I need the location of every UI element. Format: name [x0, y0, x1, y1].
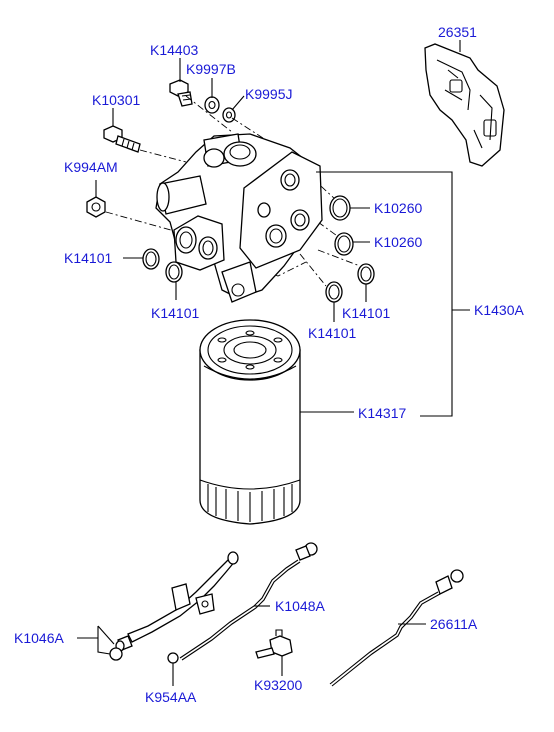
label-k14101-left[interactable]: K14101: [64, 250, 112, 266]
o-ring-k14101-right[interactable]: [357, 263, 375, 285]
oil-filter-k14317[interactable]: [199, 319, 301, 525]
washer-k9997b[interactable]: [204, 96, 220, 114]
bolt-k10301[interactable]: [103, 125, 141, 153]
label-k14317[interactable]: K14317: [358, 405, 406, 421]
label-k1046a[interactable]: K1046A: [14, 630, 64, 646]
leader-lines: [77, 40, 470, 686]
label-k14403[interactable]: K14403: [150, 42, 198, 58]
label-k10301[interactable]: K10301: [92, 92, 140, 108]
o-ring-k10260-a[interactable]: [329, 195, 351, 221]
label-k994am[interactable]: K994AM: [64, 159, 118, 175]
label-k10260-a[interactable]: K10260: [374, 200, 422, 216]
label-k1430a[interactable]: K1430A: [474, 302, 524, 318]
label-k14101-lower[interactable]: K14101: [151, 305, 199, 321]
o-ring-k10260-b[interactable]: [334, 232, 354, 256]
o-ring-k14101-center[interactable]: [325, 281, 343, 303]
label-k9995j[interactable]: K9995J: [245, 86, 292, 102]
o-ring-k14101-lower[interactable]: [165, 261, 183, 283]
bolt-k14403[interactable]: [169, 79, 193, 107]
washer-k9995j[interactable]: [222, 107, 236, 123]
oil-filter-housing[interactable]: [155, 133, 323, 303]
label-k93200[interactable]: K93200: [254, 677, 302, 693]
label-k9997b[interactable]: K9997B: [186, 61, 236, 77]
o-ring-k14101-left[interactable]: [142, 248, 160, 270]
label-k1048a[interactable]: K1048A: [275, 598, 325, 614]
label-26351[interactable]: 26351: [438, 24, 477, 40]
o-ring-k1046a[interactable]: [109, 647, 123, 661]
label-26611a[interactable]: 26611A: [430, 616, 478, 632]
label-k14101-right[interactable]: K14101: [342, 305, 390, 321]
dipstick-tube-k1046a[interactable]: [115, 551, 239, 652]
clip-k93200[interactable]: [255, 629, 293, 659]
label-k954aa[interactable]: K954AA: [145, 689, 197, 705]
part-labels: K14403 K9997B K9995J K10301 K994AM K1026…: [14, 24, 524, 705]
o-ring-k954aa[interactable]: [167, 652, 179, 664]
label-k10260-b[interactable]: K10260: [374, 234, 422, 250]
dipstick-k1048a[interactable]: [179, 542, 318, 661]
label-k14101-center[interactable]: K14101: [308, 325, 356, 341]
heat-shield-26351[interactable]: [424, 43, 505, 167]
nut-k994am[interactable]: [86, 196, 106, 218]
dipstick-26611a[interactable]: [329, 569, 464, 687]
